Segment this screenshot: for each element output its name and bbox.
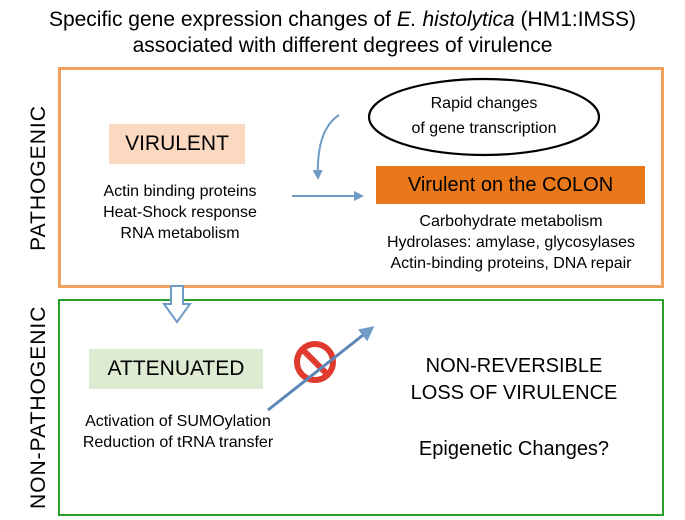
colon-item: Hydrolases: amylase, glycosylases (386, 234, 636, 251)
virulent-label-box: VIRULENT (109, 124, 245, 164)
colon-label: Virulent on the COLON (407, 173, 614, 196)
attenuated-item: Reduction of tRNA transfer (82, 434, 274, 451)
loss-of-virulence: NON-REVERSIBLE LOSS OF VIRULENCE (380, 353, 648, 407)
attenuated-list: Activation of SUMOylation Reduction of t… (64, 411, 292, 453)
blocked-reversal-arrow (267, 326, 375, 412)
virulent-label: VIRULENT (125, 132, 229, 155)
title-species: E. histolytica (396, 8, 515, 31)
virulent-item: RNA metabolism (120, 225, 240, 242)
down-hollow-arrow (162, 285, 192, 324)
colon-list: Carbohydrate metabolism Hydrolases: amyl… (352, 211, 670, 274)
attenuated-label-box: ATTENUATED (89, 349, 263, 389)
prohibition-icon (294, 341, 336, 383)
virulent-list: Actin binding proteins Heat-Shock respon… (75, 181, 285, 244)
pathogenic-panel (58, 67, 664, 288)
diagram-subtitle: associated with different degrees of vir… (132, 34, 553, 57)
ellipse-line: of gene transcription (411, 120, 557, 137)
colon-item: Carbohydrate metabolism (419, 213, 603, 230)
epigenetic-question: Epigenetic Changes? (418, 438, 610, 460)
transcription-ellipse (367, 77, 601, 157)
non-pathogenic-panel (58, 299, 664, 516)
ellipse-line: Rapid changes (430, 95, 538, 112)
curved-arrow (312, 114, 340, 180)
loss-line: LOSS OF VIRULENCE (410, 382, 618, 404)
attenuated-item: Activation of SUMOylation (85, 413, 271, 430)
attenuated-label: ATTENUATED (107, 357, 245, 380)
virulent-item: Actin binding proteins (103, 183, 257, 200)
ellipse-text: Rapid changes of gene transcription (372, 91, 596, 141)
title-strain: (HM1:IMSS) (514, 8, 637, 31)
title-prefix: Specific gene expression changes of (48, 8, 397, 31)
loss-line: NON-REVERSIBLE (425, 355, 603, 377)
colon-label-box: Virulent on the COLON (376, 166, 645, 204)
colon-item: Actin-binding proteins, DNA repair (390, 255, 632, 272)
diagram-title: Specific gene expression changes of E. h… (0, 6, 685, 33)
virulent-item: Heat-Shock response (103, 204, 257, 221)
